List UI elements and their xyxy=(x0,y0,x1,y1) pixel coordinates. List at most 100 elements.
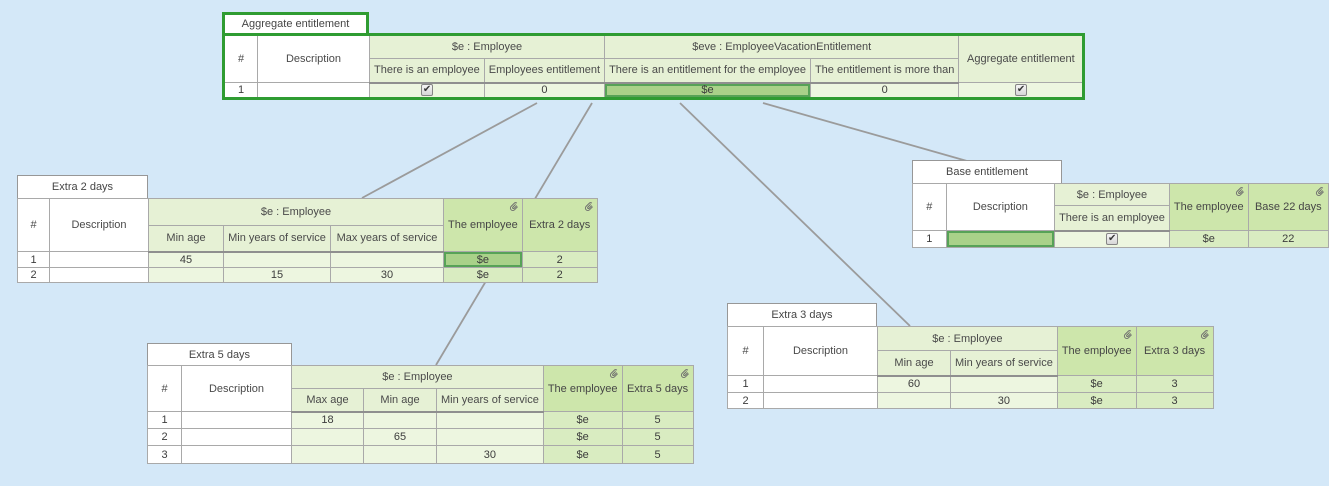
cell-min-years-of-service[interactable] xyxy=(223,251,331,268)
column-header-min-age: Min age xyxy=(148,225,224,253)
column-header-base-22-days: Base 22 days xyxy=(1247,183,1329,231)
column-header-min-years-of-service: Min years of service xyxy=(436,388,544,413)
cell-employees-entitlement[interactable]: 0 xyxy=(483,82,606,99)
cell-min-years-of-service[interactable]: 30 xyxy=(950,392,1058,409)
cell-there-is-an-employee[interactable] xyxy=(1054,230,1170,248)
cell-the-employee[interactable]: $e xyxy=(1056,375,1137,393)
cell-the-employee[interactable]: $e xyxy=(1056,392,1137,409)
cell-min-years-of-service[interactable]: 30 xyxy=(436,445,544,464)
column-header-entitlement-for-employee: There is an entitlement for the employee xyxy=(604,58,811,84)
column-header-min-years-of-service: Min years of service xyxy=(223,225,331,253)
group-header-vacation-entitlement: $eve : EmployeeVacationEntitlement xyxy=(604,34,960,59)
table-row: 1 45 $e 2 xyxy=(17,251,598,268)
column-header-aggregate-entitlement: Aggregate entitlement xyxy=(958,34,1085,83)
cell-description[interactable] xyxy=(181,411,292,429)
paperclip-icon[interactable] xyxy=(1314,186,1325,197)
cell-max-years-of-service[interactable]: 30 xyxy=(330,267,444,283)
table-row: 1 18 $e 5 xyxy=(147,411,694,429)
paperclip-icon[interactable] xyxy=(1234,186,1245,197)
cell-row-num[interactable]: 2 xyxy=(147,428,182,446)
cell-max-age[interactable] xyxy=(291,428,364,446)
cell-extra-5-days-value[interactable]: 5 xyxy=(621,411,694,429)
column-header-the-employee: The employee xyxy=(1056,326,1137,376)
cell-description[interactable] xyxy=(763,392,878,409)
cell-min-years-of-service[interactable]: 15 xyxy=(223,267,331,283)
cell-description[interactable] xyxy=(181,428,292,446)
cell-the-employee[interactable]: $e xyxy=(542,411,623,429)
cell-description[interactable] xyxy=(181,445,292,464)
cell-min-age[interactable] xyxy=(363,411,437,429)
cell-extra-2-days-value[interactable]: 2 xyxy=(521,251,598,268)
cell-extra-3-days-value[interactable]: 3 xyxy=(1135,392,1214,409)
checkbox-checked-icon[interactable] xyxy=(1014,84,1027,97)
cell-row-num[interactable]: 1 xyxy=(223,82,258,99)
cell-extra-5-days-value[interactable]: 5 xyxy=(621,445,694,464)
cell-extra-3-days-value[interactable]: 3 xyxy=(1135,375,1214,393)
group-header-employee: $e : Employee xyxy=(877,326,1058,351)
paperclip-icon[interactable] xyxy=(1199,329,1210,340)
cell-the-employee[interactable]: $e xyxy=(542,428,623,446)
column-header-num: # xyxy=(727,326,764,376)
cell-row-num[interactable]: 3 xyxy=(147,445,182,464)
cell-min-age[interactable] xyxy=(148,267,224,283)
cell-row-num[interactable]: 1 xyxy=(17,251,50,268)
cell-row-num[interactable]: 1 xyxy=(727,375,764,393)
table-tab-extra-3-days[interactable]: Extra 3 days xyxy=(727,303,877,326)
link-line-aggregate-base xyxy=(762,102,968,162)
column-header-description: Description xyxy=(257,34,370,83)
cell-extra-2-days-value[interactable]: 2 xyxy=(521,267,598,283)
cell-min-years-of-service[interactable] xyxy=(436,411,544,429)
column-header-extra-3-days: Extra 3 days xyxy=(1135,326,1214,376)
cell-max-years-of-service[interactable] xyxy=(330,251,444,268)
table-title: Base entitlement xyxy=(946,166,1028,178)
cell-extra-5-days-value[interactable]: 5 xyxy=(621,428,694,446)
paperclip-icon[interactable] xyxy=(508,201,519,212)
paperclip-icon[interactable] xyxy=(583,201,594,212)
cell-base-22-days-value[interactable]: 22 xyxy=(1247,230,1329,248)
cell-there-is-an-employee[interactable] xyxy=(369,82,485,99)
cell-description[interactable] xyxy=(257,82,370,99)
cell-the-employee-selected[interactable]: $e xyxy=(443,251,523,268)
paperclip-icon[interactable] xyxy=(679,368,690,379)
group-header-employee: $e : Employee xyxy=(1054,183,1170,206)
cell-entitlement-more-than[interactable]: 0 xyxy=(809,82,960,99)
cell-row-num[interactable]: 2 xyxy=(17,267,50,283)
table-tab-extra-5-days[interactable]: Extra 5 days xyxy=(147,343,292,365)
column-header-description: Description xyxy=(763,326,878,376)
cell-min-years-of-service[interactable] xyxy=(950,375,1058,393)
table-tab-base-entitlement[interactable]: Base entitlement xyxy=(912,160,1062,183)
cell-max-age[interactable] xyxy=(291,445,364,464)
table-tab-extra-2-days[interactable]: Extra 2 days xyxy=(17,175,148,198)
checkbox-checked-icon[interactable] xyxy=(1105,233,1118,246)
paperclip-icon[interactable] xyxy=(608,368,619,379)
cell-min-age[interactable]: 60 xyxy=(877,375,951,393)
cell-aggregate-entitlement[interactable] xyxy=(958,82,1085,99)
cell-row-num[interactable]: 1 xyxy=(147,411,182,429)
cell-min-years-of-service[interactable] xyxy=(436,428,544,446)
cell-row-num[interactable]: 1 xyxy=(912,230,947,248)
table-extra-3-days: Extra 3 days # Description $e : Employee… xyxy=(727,303,1214,409)
cell-row-num[interactable]: 2 xyxy=(727,392,764,409)
cell-entitlement-for-employee-selected[interactable]: $e xyxy=(604,82,811,99)
cell-min-age[interactable] xyxy=(363,445,437,464)
paperclip-icon[interactable] xyxy=(1122,329,1133,340)
extra-5-days-decision-table: # Description $e : Employee The employee… xyxy=(147,365,694,464)
column-header-description: Description xyxy=(945,183,1056,231)
cell-min-age[interactable]: 45 xyxy=(148,251,224,268)
column-header-employees-entitlement: Employees entitlement xyxy=(483,58,606,84)
cell-the-employee[interactable]: $e xyxy=(443,267,523,283)
cell-min-age[interactable]: 65 xyxy=(363,428,437,446)
checkbox-checked-icon[interactable] xyxy=(420,84,433,97)
cell-description[interactable] xyxy=(49,251,149,268)
table-tab-aggregate-entitlement[interactable]: Aggregate entitlement xyxy=(222,12,369,33)
cell-description[interactable] xyxy=(763,375,878,393)
cell-the-employee[interactable]: $e xyxy=(542,445,623,464)
column-header-the-employee: The employee xyxy=(1168,183,1249,231)
cell-max-age[interactable]: 18 xyxy=(291,411,364,429)
cell-description[interactable] xyxy=(49,267,149,283)
cell-description-selected[interactable] xyxy=(945,230,1056,248)
cell-min-age[interactable] xyxy=(877,392,951,409)
cell-the-employee[interactable]: $e xyxy=(1168,230,1249,248)
